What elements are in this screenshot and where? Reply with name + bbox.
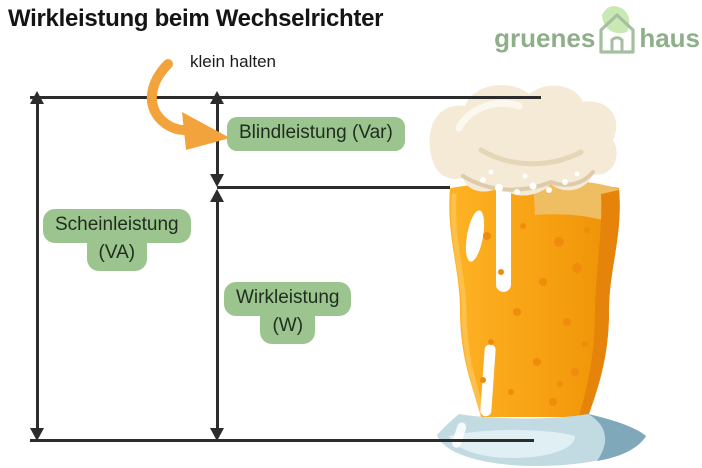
wirkleistung-label: Wirkleistung (W) — [224, 282, 352, 344]
arrowhead-up-icon — [30, 91, 44, 104]
blindleistung-label: Blindleistung (Var) — [227, 117, 405, 151]
logo-word-gruenes: gruenes — [494, 23, 596, 53]
middle-measure-line — [217, 186, 450, 189]
arrowhead-up-icon — [210, 91, 224, 104]
page-title: Wirkleistung beim Wechselrichter — [8, 5, 384, 32]
arrowhead-down-icon — [210, 428, 224, 441]
gruenes-haus-logo: gruenes haus — [494, 6, 700, 54]
house-leaf-icon — [599, 6, 635, 54]
curved-orange-arrow-icon — [146, 59, 230, 150]
arrowhead-down-icon — [210, 174, 224, 187]
scheinleistung-arrow-line — [36, 102, 39, 431]
wirkleistung-label-line2: (W) — [260, 309, 316, 344]
beer-glass-illustration — [429, 84, 646, 466]
bottom-measure-line — [30, 439, 534, 442]
arrowhead-down-icon — [30, 428, 44, 441]
wirkleistung-arrow-line — [216, 201, 219, 428]
scheinleistung-label-line2: (VA) — [86, 236, 148, 271]
top-measure-line — [30, 96, 541, 99]
blindleistung-label-text: Blindleistung (Var) — [227, 117, 405, 151]
scheinleistung-label: Scheinleistung (VA) — [43, 209, 191, 271]
arrowhead-up-icon — [210, 189, 224, 202]
logo-word-haus: haus — [639, 23, 700, 53]
klein-halten-annotation: klein halten — [190, 52, 277, 71]
